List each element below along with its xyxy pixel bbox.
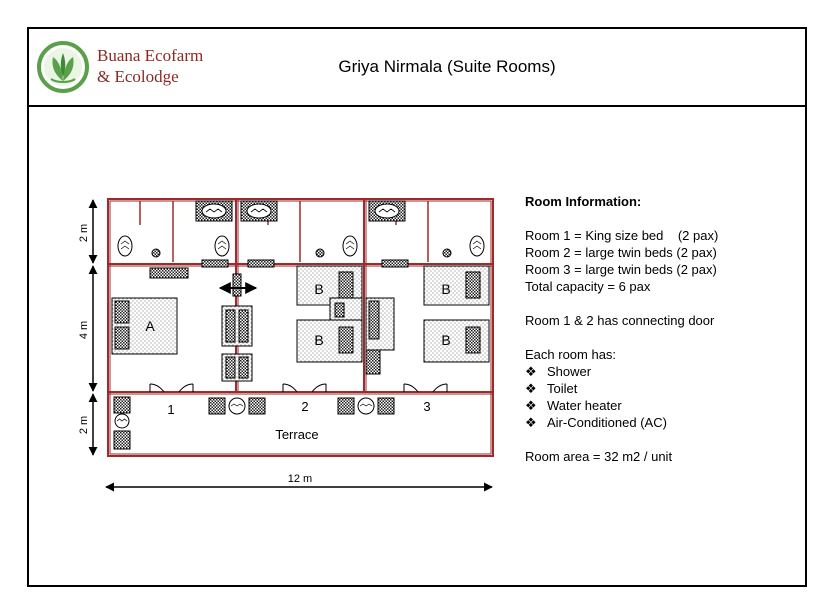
amenity-item: ❖ Toilet (525, 380, 795, 397)
bed-b-label-1: B (314, 281, 323, 297)
beds (111, 265, 490, 363)
info-capacity: Total capacity = 6 pax (525, 279, 651, 294)
page-frame (27, 27, 807, 587)
dim-top-label: 2 m (78, 224, 90, 242)
entrance-doors (149, 383, 448, 393)
dim-middle-label: 4 m (78, 321, 90, 339)
amenity-label: Toilet (547, 381, 578, 396)
info-room-2: Room 2 = large twin beds (2 pax) (525, 245, 717, 260)
shower-icons (195, 200, 406, 222)
amenity-item: ❖ Shower (525, 363, 795, 380)
bullet-icon: ❖ (525, 415, 537, 430)
bed-a-label: A (145, 318, 155, 334)
wardrobes (221, 297, 395, 382)
info-room-1: Room 1 = King size bed (2 pax) (525, 228, 719, 243)
page-title: Griya Nirmala (Suite Rooms) (338, 57, 556, 76)
brand-name: Buana Ecofarm & Ecolodge (97, 45, 203, 87)
amenity-label: Shower (547, 364, 592, 379)
info-heading: Room Information: (525, 194, 642, 209)
toilet-icons (117, 235, 485, 258)
amenity-label: Water heater (547, 398, 622, 413)
dimension-lines (88, 199, 493, 492)
amenity-item: ❖ Air-Conditioned (AC) (525, 414, 795, 431)
amenity-label: Air-Conditioned (AC) (547, 415, 667, 430)
room-2-label: 2 (301, 399, 308, 414)
terrace-label: Terrace (275, 427, 318, 442)
room-1-label: 1 (167, 402, 174, 417)
brand-line-2: & Ecolodge (97, 67, 179, 86)
bullet-icon: ❖ (525, 364, 537, 379)
amenity-item: ❖ Water heater (525, 397, 795, 414)
header: Buana Ecofarm & Ecolodge Griya Nirmala (… (27, 27, 807, 107)
info-area: Room area = 32 m2 / unit (525, 449, 673, 464)
info-connecting: Room 1 & 2 has connecting door (525, 313, 715, 328)
dim-width-label: 12 m (288, 473, 312, 485)
room-information: Room Information: Room 1 = King size bed… (525, 193, 795, 465)
bed-b-label-2: B (314, 332, 323, 348)
info-each-room: Each room has: (525, 347, 617, 362)
bullet-icon: ❖ (525, 398, 537, 413)
bed-b-label-4: B (441, 332, 450, 348)
terrace-furniture (113, 396, 395, 450)
bullet-icon: ❖ (525, 381, 537, 396)
info-room-3: Room 3 = large twin beds (2 pax) (525, 262, 717, 277)
leaf-logo-icon (37, 41, 89, 93)
dim-bottom-label: 2 m (78, 416, 90, 434)
bed-b-label-3: B (441, 281, 450, 297)
brand-line-1: Buana Ecofarm (97, 46, 204, 65)
room-3-label: 3 (423, 399, 430, 414)
